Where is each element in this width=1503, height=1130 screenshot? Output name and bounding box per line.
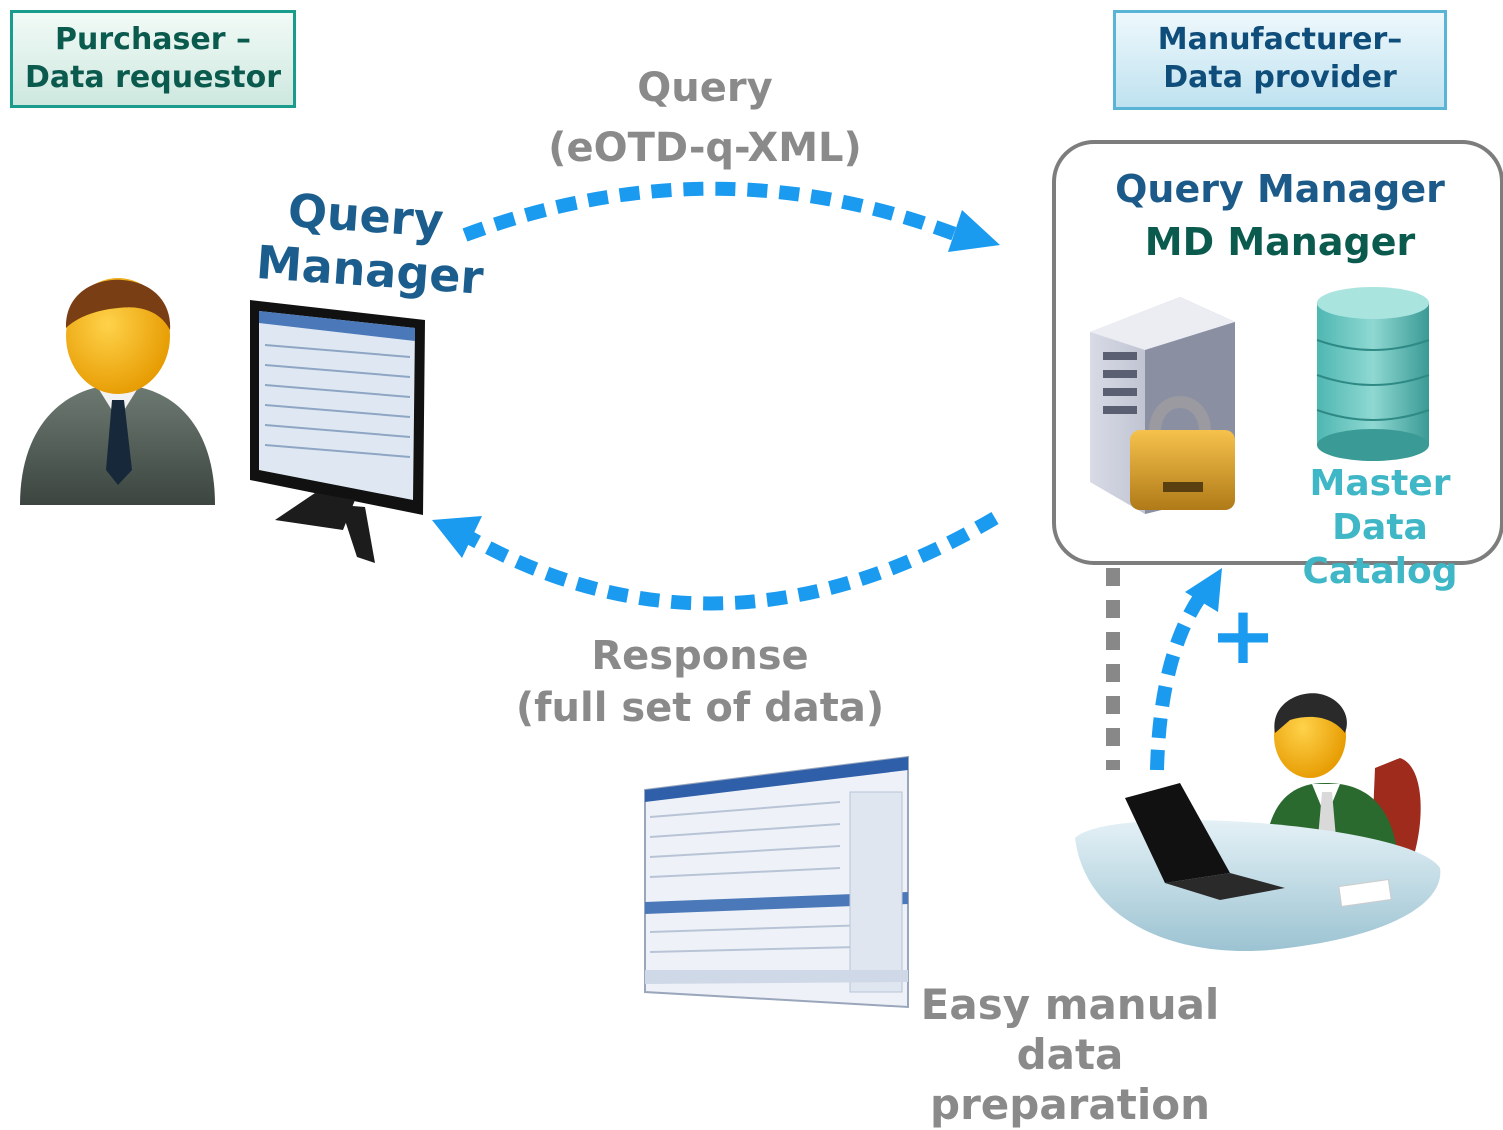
- response-label-line1: Response: [591, 633, 809, 679]
- query-arrow: [462, 181, 973, 247]
- query-label-line1: Query: [637, 65, 773, 111]
- plus-icon: +: [1209, 589, 1277, 682]
- query-arrowhead-icon: [948, 210, 1000, 252]
- manufacturer-box: Manufacturer– Data provider: [1113, 10, 1447, 110]
- server-tower-icon: [1090, 297, 1235, 514]
- catalog-line2: Catalog: [1302, 551, 1458, 592]
- app-screenshot-icon: [644, 755, 909, 1009]
- response-label: Response (full set of data): [500, 630, 900, 734]
- catalog-label: Master Data Catalog: [1262, 462, 1498, 594]
- manufacturer-line1: Manufacturer–: [1157, 22, 1403, 57]
- upload-arrow: [1150, 585, 1211, 771]
- database-icon: [1316, 287, 1430, 461]
- client-monitor-icon: [250, 300, 425, 563]
- query-label-line2: (eOTD-q-XML): [548, 125, 862, 171]
- flow-arrows: [432, 181, 1222, 771]
- manufacturer-line2: Data provider: [1163, 60, 1397, 95]
- response-arrow: [461, 511, 999, 611]
- purchaser-line1: Purchaser –: [55, 22, 251, 57]
- response-arrowhead-icon: [432, 516, 482, 558]
- upload-arrowhead-icon: [1185, 568, 1222, 612]
- purchaser-box: Purchaser – Data requestor: [10, 10, 296, 108]
- manual-label-line2: data preparation: [930, 1030, 1210, 1129]
- manual-label: Easy manual data preparation: [880, 980, 1260, 1130]
- purchaser-person-icon: [20, 278, 215, 505]
- query-label: Query (eOTD-q-XML): [520, 58, 890, 178]
- manufacturer-person-icon: [1075, 693, 1441, 952]
- response-label-line2: (full set of data): [515, 685, 885, 731]
- purchaser-line2: Data requestor: [24, 60, 282, 95]
- catalog-line1: Master Data: [1309, 463, 1451, 548]
- client-monitor-label: Query Manager: [254, 181, 485, 305]
- server-line2: MD Manager: [1144, 220, 1416, 264]
- server-line1: Query Manager: [1115, 167, 1445, 211]
- manual-label-line1: Easy manual: [920, 980, 1220, 1029]
